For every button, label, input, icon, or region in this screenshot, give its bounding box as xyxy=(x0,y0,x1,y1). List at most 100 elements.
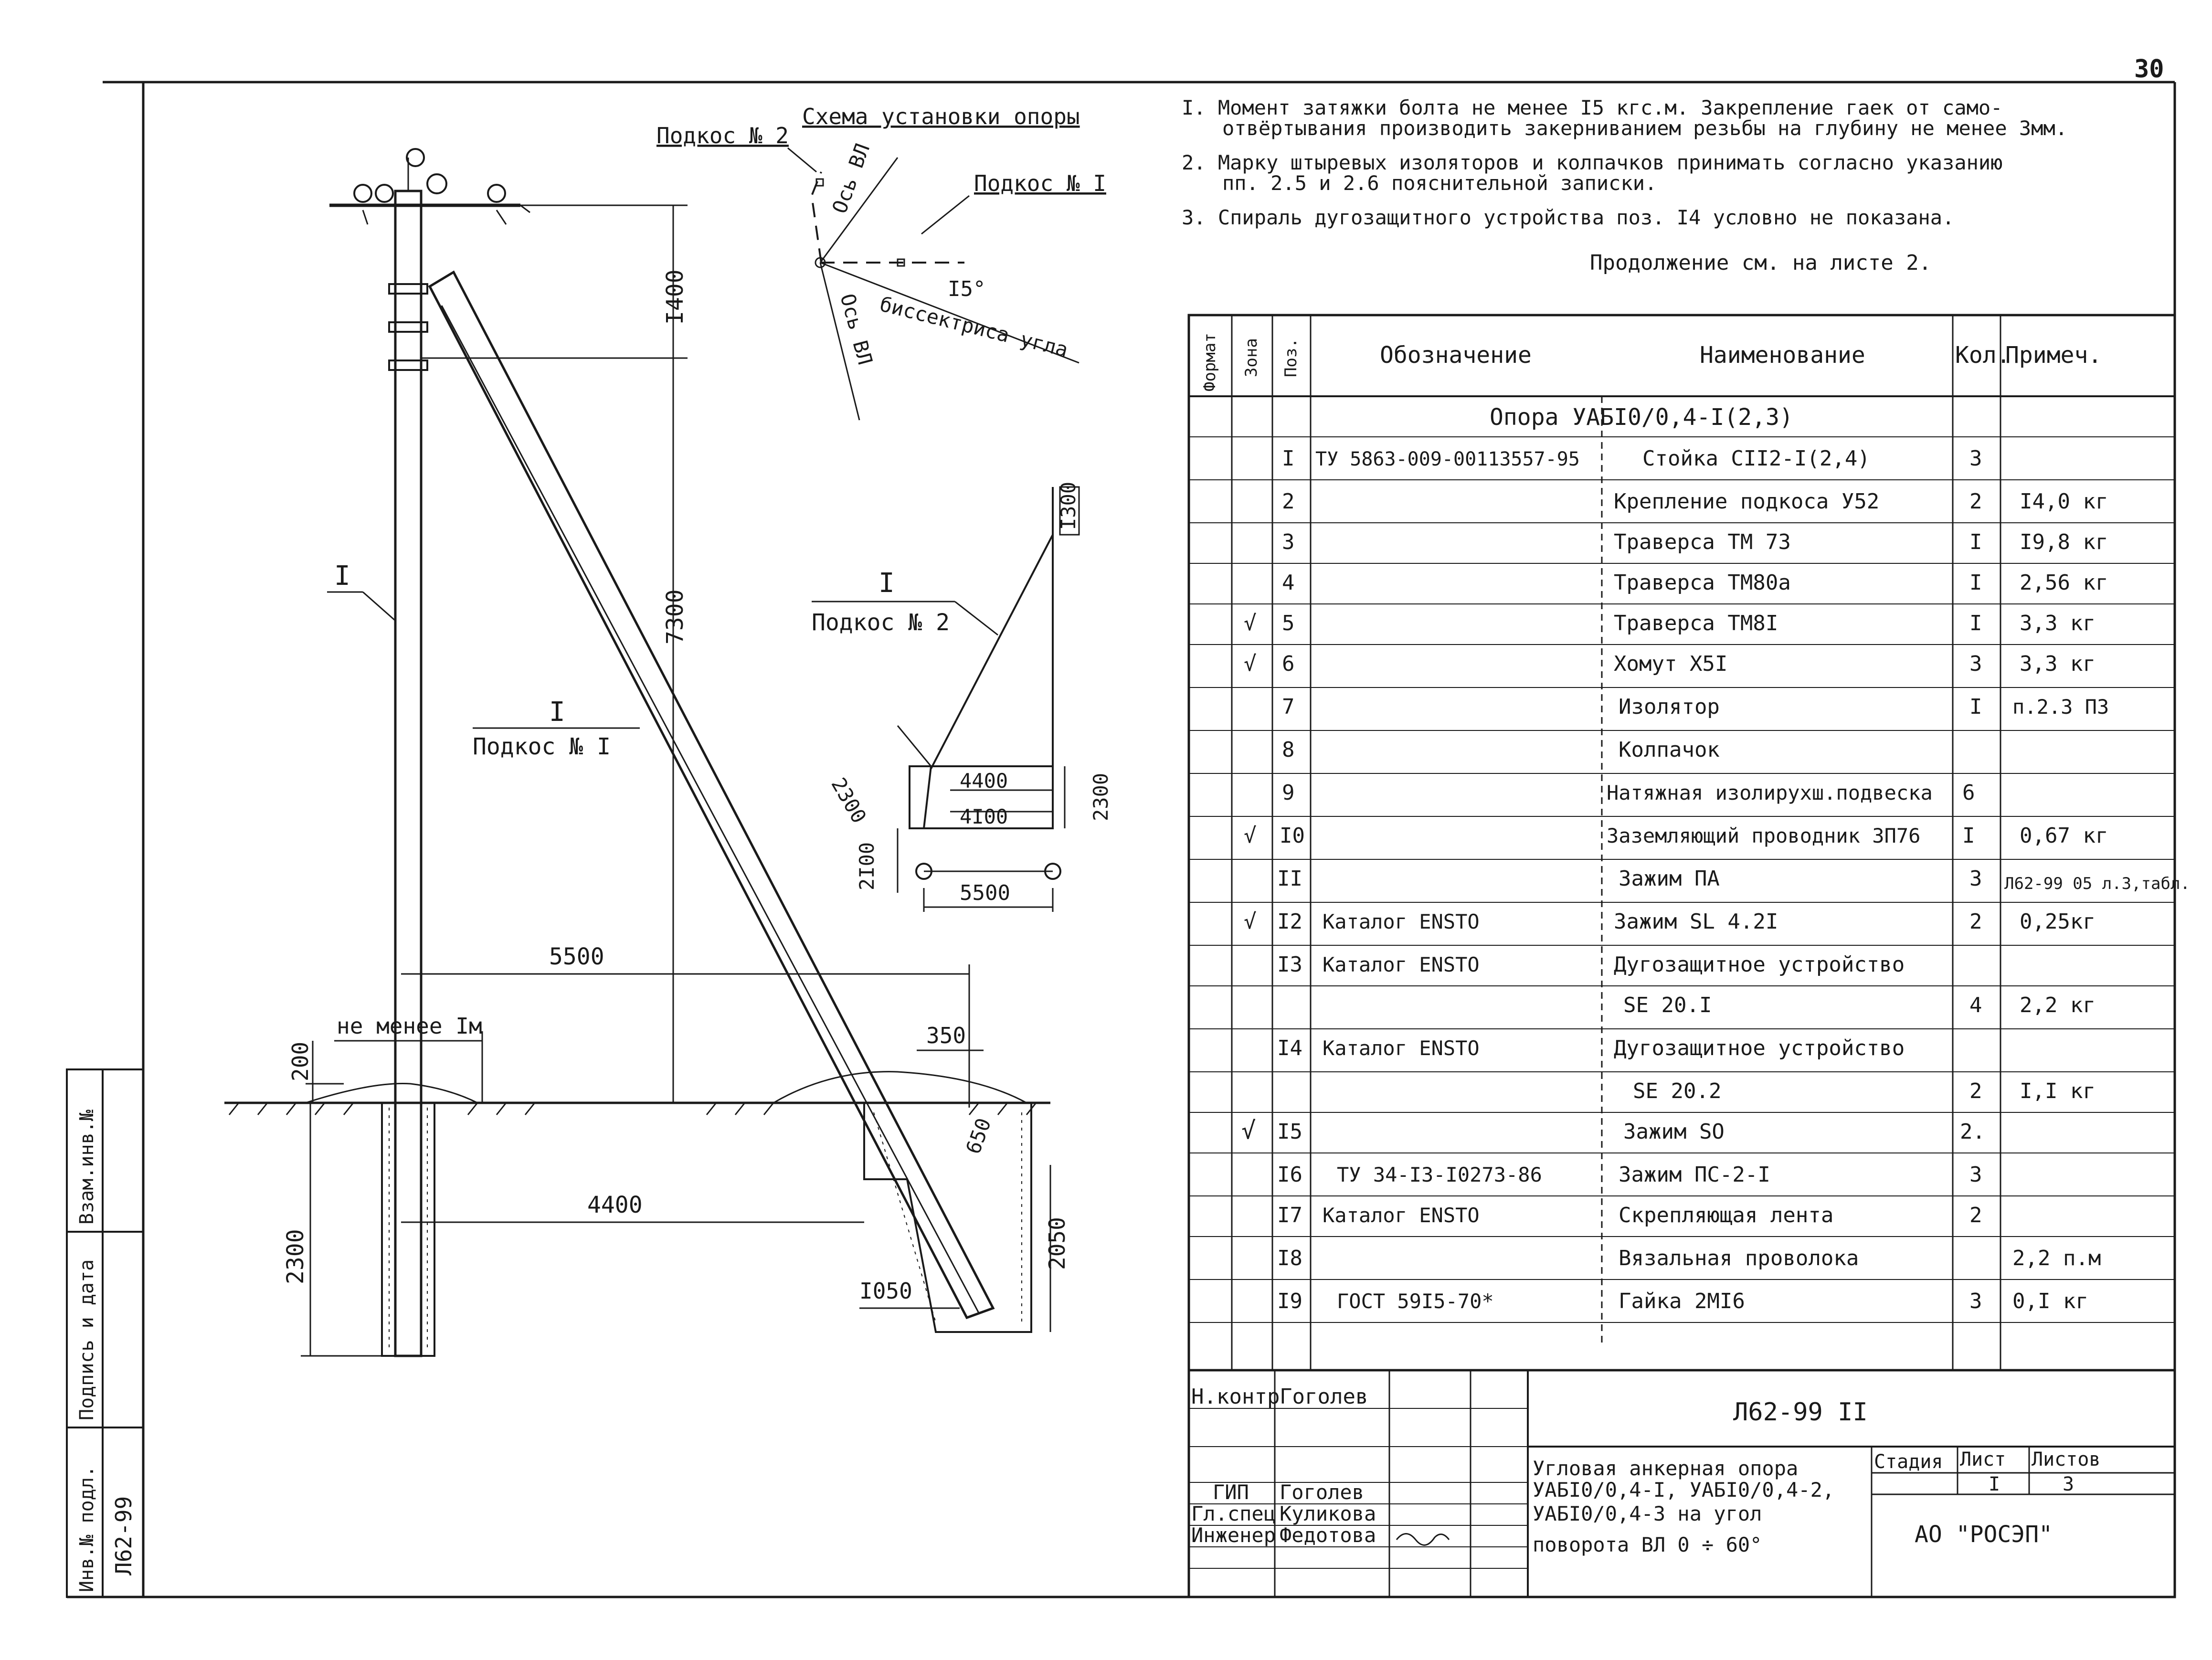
row-qty: I xyxy=(1969,571,1982,595)
group-title: Опора УАБI0/0,4-I(2,3) xyxy=(1490,404,1793,431)
row-designation: Каталог ENSTO xyxy=(1323,910,1480,933)
row-pos: I7 xyxy=(1277,1203,1302,1227)
row-qty: 3 xyxy=(1969,1289,1982,1313)
doc-code: Л62-99 II xyxy=(1733,1398,1868,1427)
row-qty: I xyxy=(1969,695,1982,719)
row-note: 2,2 кг xyxy=(2020,993,2096,1017)
header-designation: Обозначение xyxy=(1380,342,1532,369)
row-pos: 9 xyxy=(1282,781,1295,805)
row-qty: 3 xyxy=(1969,652,1982,676)
dim-2050: 2050 xyxy=(1044,1217,1070,1270)
row-check: √ xyxy=(1244,909,1257,934)
note-2b: пп. 2.5 и 2.6 пояснительной записки. xyxy=(1222,171,1657,195)
dim-650: 650 xyxy=(961,1115,995,1157)
row-note: п.2.3 ПЗ xyxy=(2012,695,2109,719)
row-pos: 8 xyxy=(1282,738,1295,762)
main-dimensions: I400 7300 5500 200 не менее Iм 4400 2300… xyxy=(282,204,1070,1357)
row-name: Дугозащитное устройство xyxy=(1614,952,1905,977)
stage-label: Стадия xyxy=(1874,1451,1943,1473)
org-name: АО "РОСЭП" xyxy=(1915,1521,2053,1548)
name-nkontr: Гоголев xyxy=(1280,1385,1368,1409)
dim-4400: 4400 xyxy=(587,1192,643,1218)
row-qty: I xyxy=(1962,824,1975,848)
row-name: Зажим ПС-2-I xyxy=(1619,1163,1770,1187)
header-name: Наименование xyxy=(1700,342,1865,369)
side-stamp: Инв.№ подл. Л62-99 Подпись и дата Взам.и… xyxy=(66,1068,144,1598)
role-engineer: Инженер xyxy=(1191,1523,1276,1547)
row-qty: 2 xyxy=(1969,1203,1982,1227)
row-pos: 4 xyxy=(1282,571,1295,595)
row-qty: 3 xyxy=(1969,867,1982,891)
note-1b: отвёртывания производить закерниванием р… xyxy=(1222,116,2067,140)
row-qty: 3 xyxy=(1969,1163,1982,1187)
row-qty: 2. xyxy=(1960,1120,1985,1144)
row-name: Зажим ПА xyxy=(1619,867,1720,891)
dim-7300: 7300 xyxy=(662,589,688,645)
row-name: Дугозащитное устройство xyxy=(1614,1036,1905,1060)
inset-detail: I Подкос № 2 I300 2300 2300 4400 4I00 2I… xyxy=(812,482,1112,912)
title-line-1: Угловая анкерная опора xyxy=(1533,1457,1798,1480)
sheet-value: I xyxy=(1989,1473,2000,1495)
row-pos: I xyxy=(1282,446,1295,471)
row-name: Траверса ТМ8I xyxy=(1614,611,1778,635)
row-pos: I6 xyxy=(1277,1163,1302,1187)
header-note: Примеч. xyxy=(2005,342,2102,369)
row-qty: 2 xyxy=(1969,909,1982,934)
row-note: 0,I кг xyxy=(2012,1289,2088,1313)
row-check: √ xyxy=(1244,652,1257,676)
installation-scheme: Схема установки опоры Подкос № 2 Ось ВЛ … xyxy=(656,104,1106,421)
inset-1300: I300 xyxy=(1057,482,1080,530)
row-designation: ТУ 34-I3-I0273-86 xyxy=(1337,1163,1542,1186)
row-qty: 6 xyxy=(1962,781,1975,805)
row-pos: I3 xyxy=(1277,952,1302,977)
title-line-4: поворота ВЛ 0 ÷ 60° xyxy=(1533,1533,1762,1556)
inv-label: Инв.№ подл. xyxy=(76,1466,98,1592)
row-note: 2,2 п.м xyxy=(2012,1246,2101,1270)
row-note: 0,25кг xyxy=(2020,909,2096,934)
row-name: Траверса ТМ 73 xyxy=(1614,530,1791,554)
dim-1400: I400 xyxy=(662,269,688,325)
row-check: √ xyxy=(1244,611,1257,635)
row-pos: 3 xyxy=(1282,530,1295,554)
notes: I. Момент затяжки болта не менее I5 кгс.… xyxy=(1182,96,2067,275)
row-pos: I9 xyxy=(1277,1289,1302,1313)
row-check: √ xyxy=(1241,1117,1256,1144)
title-block: Н.контр Гоголев ГИП Гоголев Гл.спец Кули… xyxy=(1187,1369,2176,1598)
row-qty: I xyxy=(1969,530,1982,554)
row-pos: 5 xyxy=(1282,611,1295,635)
scheme-angle: I5° xyxy=(948,277,985,301)
note-1a: I. Момент затяжки болта не менее I5 кгс.… xyxy=(1182,96,2002,119)
inset-5500: 5500 xyxy=(960,881,1010,905)
row-qty: 3 xyxy=(1969,446,1982,471)
row-name: Натяжная изолирухш.подвеска xyxy=(1607,781,1933,804)
view-a-num: I xyxy=(549,697,565,728)
inset-2300b: 2300 xyxy=(1089,773,1112,821)
row-pos: 6 xyxy=(1282,652,1295,676)
engineer-signature xyxy=(1396,1533,1450,1546)
inset-2300a: 2300 xyxy=(826,774,871,827)
row-qty: I xyxy=(1969,611,1982,635)
row-qty: 4 xyxy=(1969,993,1982,1017)
row-note: Л62-99 05 л.3,табл. xyxy=(2004,874,2190,893)
role-nkontr: Н.контр xyxy=(1191,1385,1280,1409)
min-label: не менее Iм xyxy=(337,1013,482,1039)
spec-table: Формат Зона Поз. Обозначение Наименовани… xyxy=(1187,314,2190,1372)
dim-1050: I050 xyxy=(859,1278,912,1304)
row-name: Хомут Х5I xyxy=(1614,652,1727,676)
view-b-name: Подкос № 2 xyxy=(812,609,950,636)
pos1-label: I xyxy=(334,560,350,592)
name-glspec: Куликова xyxy=(1280,1502,1376,1525)
scheme-axis-1: Ось ВЛ xyxy=(827,140,874,216)
row-name: Зажим SO xyxy=(1623,1120,1725,1144)
sign-label: Подпись и дата xyxy=(76,1259,98,1420)
row-pos: I4 xyxy=(1277,1036,1302,1060)
row-note: 3,3 кг xyxy=(2020,652,2096,676)
dim-5500: 5500 xyxy=(549,943,604,970)
dim-2300: 2300 xyxy=(282,1229,309,1284)
row-pos: I8 xyxy=(1277,1246,1302,1270)
sheet-label: Лист xyxy=(1960,1449,2006,1470)
scheme-title: Схема установки опоры xyxy=(802,104,1080,129)
page-number: 30 xyxy=(2134,55,2164,84)
title-line-2: УАБI0/0,4-I, УАБI0/0,4-2, xyxy=(1533,1478,1834,1501)
row-name: SE 20.2 xyxy=(1633,1079,1721,1103)
